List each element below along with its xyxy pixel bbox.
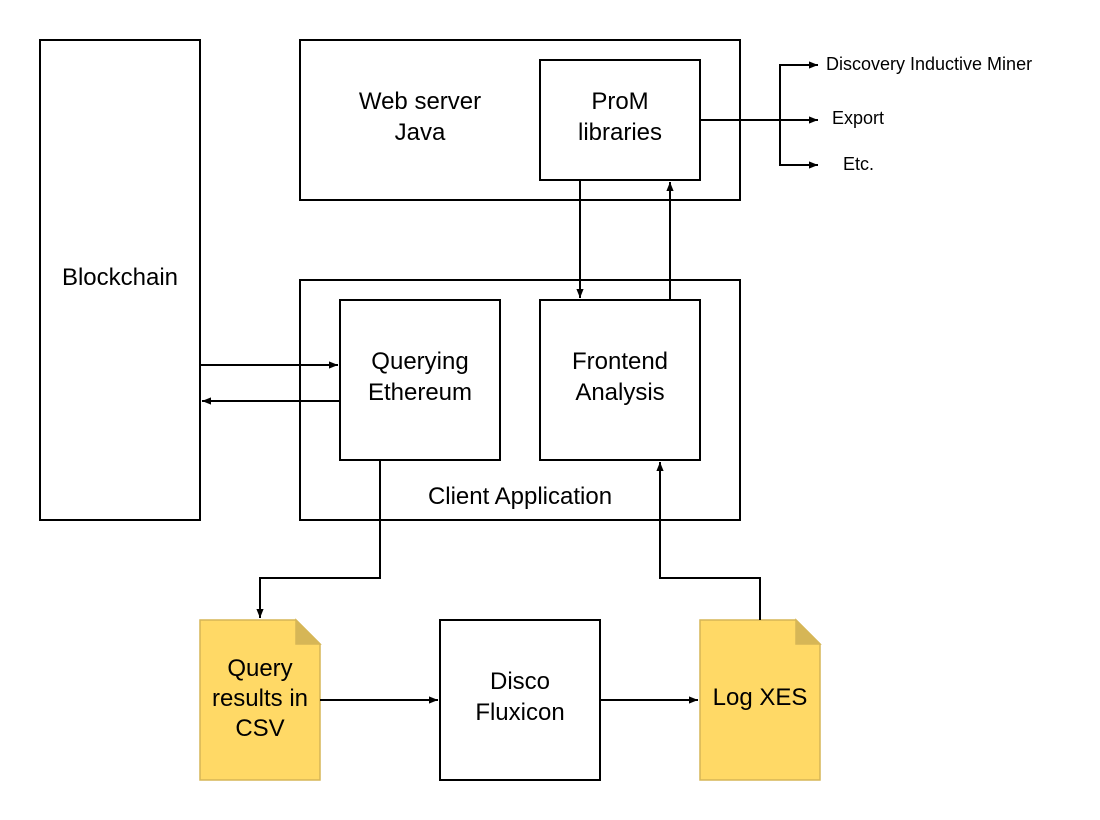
csv-document-node: Query results in CSV [199,618,322,781]
connectors [200,61,818,704]
log-xes-label: Log XES [713,684,808,711]
prom-label-line2: libraries [578,119,662,146]
querying-label-line1: Querying [371,348,468,375]
web-server-label-line2: Java [395,119,446,146]
querying-label-line2: Ethereum [368,379,472,406]
disco-label-line1: Disco [490,668,550,695]
frontend-label-line2: Analysis [575,379,664,406]
disco-fluxicon-node: Disco Fluxicon [439,619,601,781]
blockchain-label: Blockchain [62,264,178,291]
client-application-label: Client Application [428,483,612,510]
querying-ethereum-node: Querying Ethereum [339,299,501,461]
csv-label-line2: results in [212,685,308,712]
edge-querying-to-csv [256,460,381,618]
frontend-analysis-node: Frontend Analysis [539,299,701,461]
edge-prom-to-etc [779,120,818,169]
output-export-label: Export [832,108,884,128]
prom-libraries-node: ProM libraries [539,59,701,181]
log-xes-document-node: Log XES [699,618,822,781]
csv-label-line3: CSV [235,715,284,742]
edge-log-to-frontend [656,462,761,620]
csv-label-line1: Query [227,655,292,682]
web-server-label-line1: Web server [359,88,481,115]
disco-label-line2: Fluxicon [475,699,564,726]
edge-prom-to-discovery [779,61,818,120]
blockchain-node: Blockchain [39,39,201,521]
frontend-label-line1: Frontend [572,348,668,375]
prom-label-line1: ProM [591,88,648,115]
output-discovery-label: Discovery Inductive Miner [826,54,1032,74]
output-etc-label: Etc. [843,154,874,174]
